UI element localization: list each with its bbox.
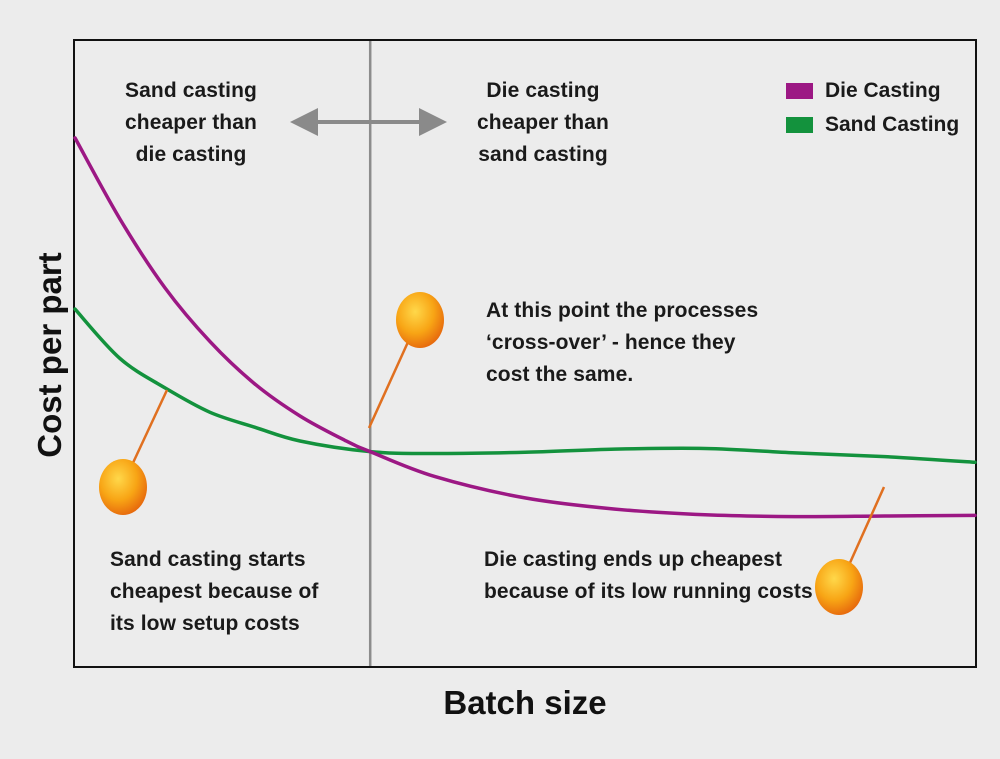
legend-swatch-sand-casting <box>786 117 813 133</box>
crossover-note-line: cost the same. <box>486 363 634 386</box>
legend: Die Casting Sand Casting <box>786 74 959 142</box>
right-region-line: sand casting <box>478 143 608 166</box>
crossover-note: At this point the processes ‘cross-over’… <box>486 295 816 391</box>
right-region-label: Die casting cheaper than sand casting <box>443 75 643 171</box>
series-line-sand-casting <box>73 307 977 465</box>
die-marker <box>815 559 863 615</box>
sand-note-line: cheapest because of <box>110 580 319 603</box>
legend-item-sand-casting: Sand Casting <box>786 108 959 142</box>
sand-note-line: its low setup costs <box>110 612 300 635</box>
sand-callout-line <box>130 389 169 466</box>
series-line-die-casting <box>73 136 977 519</box>
sand-note-line: Sand casting starts <box>110 548 306 571</box>
double-arrow <box>290 108 447 136</box>
y-axis-label: Cost per part <box>31 252 68 458</box>
arrow-head-left-icon <box>290 108 318 136</box>
die-note: Die casting ends up cheapest because of … <box>484 544 814 608</box>
callouts <box>99 292 886 615</box>
sand-marker <box>99 459 147 515</box>
legend-label-sand-casting: Sand Casting <box>825 113 960 136</box>
crossover-note-line: At this point the processes <box>486 299 759 322</box>
left-region-line: die casting <box>135 143 247 166</box>
die-callout-line <box>847 486 886 566</box>
legend-swatch-die-casting <box>786 83 813 99</box>
legend-label-die-casting: Die Casting <box>825 79 941 102</box>
left-region-line: Sand casting <box>125 79 257 102</box>
crossover-note-line: ‘cross-over’ - hence they <box>486 331 736 354</box>
right-region-line: Die casting <box>486 79 600 102</box>
legend-item-die-casting: Die Casting <box>786 74 959 108</box>
crossover-marker <box>396 292 444 348</box>
right-region-line: cheaper than <box>477 111 609 134</box>
sand-note: Sand casting starts cheapest because of … <box>110 544 350 640</box>
series-layer <box>73 136 977 519</box>
die-note-line: because of its low running costs <box>484 580 813 603</box>
plot-frame <box>73 39 977 668</box>
x-axis-label: Batch size <box>443 684 607 721</box>
left-region-label: Sand casting cheaper than die casting <box>91 75 291 171</box>
left-region-line: cheaper than <box>125 111 257 134</box>
die-note-line: Die casting ends up cheapest <box>484 548 783 571</box>
crossover-callout-line <box>367 341 410 429</box>
arrow-head-right-icon <box>419 108 447 136</box>
